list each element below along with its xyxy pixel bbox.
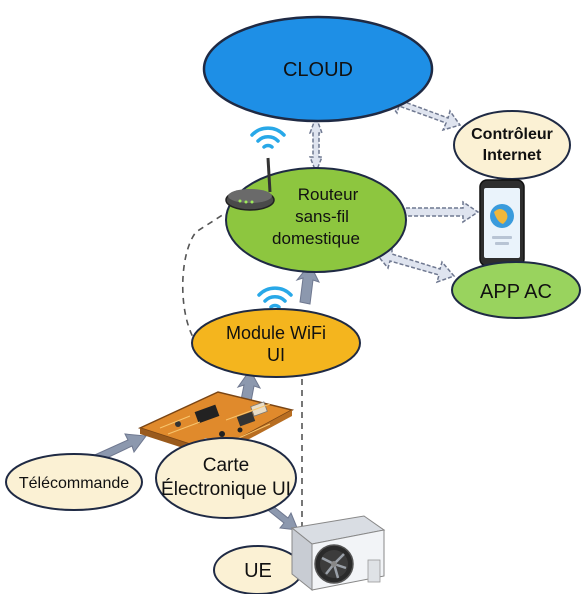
- wifi-module-node: Module WiFi UI: [191, 308, 361, 378]
- wifi-module-label-line1: Module WiFi: [226, 323, 326, 343]
- controller-ellipse: [453, 110, 571, 180]
- smartphone-icon: [479, 179, 525, 267]
- board-label-line1: Carte: [203, 455, 249, 476]
- arrow-router-to-app: [376, 245, 456, 284]
- controller-label-line1: Contrôleur: [471, 126, 553, 143]
- board-label-line2: Électronique UI: [161, 479, 291, 500]
- arrow-router-to-cloud: [308, 114, 324, 175]
- remote-ellipse: [5, 453, 143, 511]
- router-node: Routeur sans-fil domestique: [225, 167, 407, 273]
- air-conditioner-outdoor-unit-icon: [290, 515, 386, 592]
- outdoor-unit-node: UE: [213, 545, 303, 594]
- outdoor-unit-label: UE: [244, 560, 272, 582]
- board-ellipse: [155, 437, 297, 519]
- dashed-link-module-router: [181, 213, 225, 346]
- router-label-line2: sans-fil: [295, 207, 349, 226]
- controller-node: Contrôleur Internet: [453, 110, 571, 180]
- app-node: APP AC: [451, 261, 581, 319]
- arrow-router-to-phone: [387, 200, 480, 224]
- wifi-icon: [250, 126, 286, 149]
- app-ellipse: [451, 261, 581, 319]
- cloud-ellipse: [202, 15, 434, 123]
- router-label-line1: Routeur: [298, 185, 359, 204]
- router-icon: [225, 157, 275, 211]
- wifi-icon: [257, 286, 293, 309]
- app-label: APP AC: [480, 281, 552, 303]
- remote-label: Télécommande: [19, 475, 129, 492]
- remote-node: Télécommande: [5, 453, 143, 511]
- wifi-module-ellipse: [191, 308, 361, 378]
- wifi-module-label-line2: UI: [267, 345, 285, 365]
- board-node: Carte Électronique UI: [155, 437, 297, 519]
- cloud-node: CLOUD: [202, 15, 434, 123]
- router-label-line3: domestique: [272, 229, 360, 248]
- cloud-label: CLOUD: [283, 59, 353, 81]
- controller-label-line2: Internet: [483, 147, 542, 164]
- arrow-module-to-router: [295, 263, 320, 305]
